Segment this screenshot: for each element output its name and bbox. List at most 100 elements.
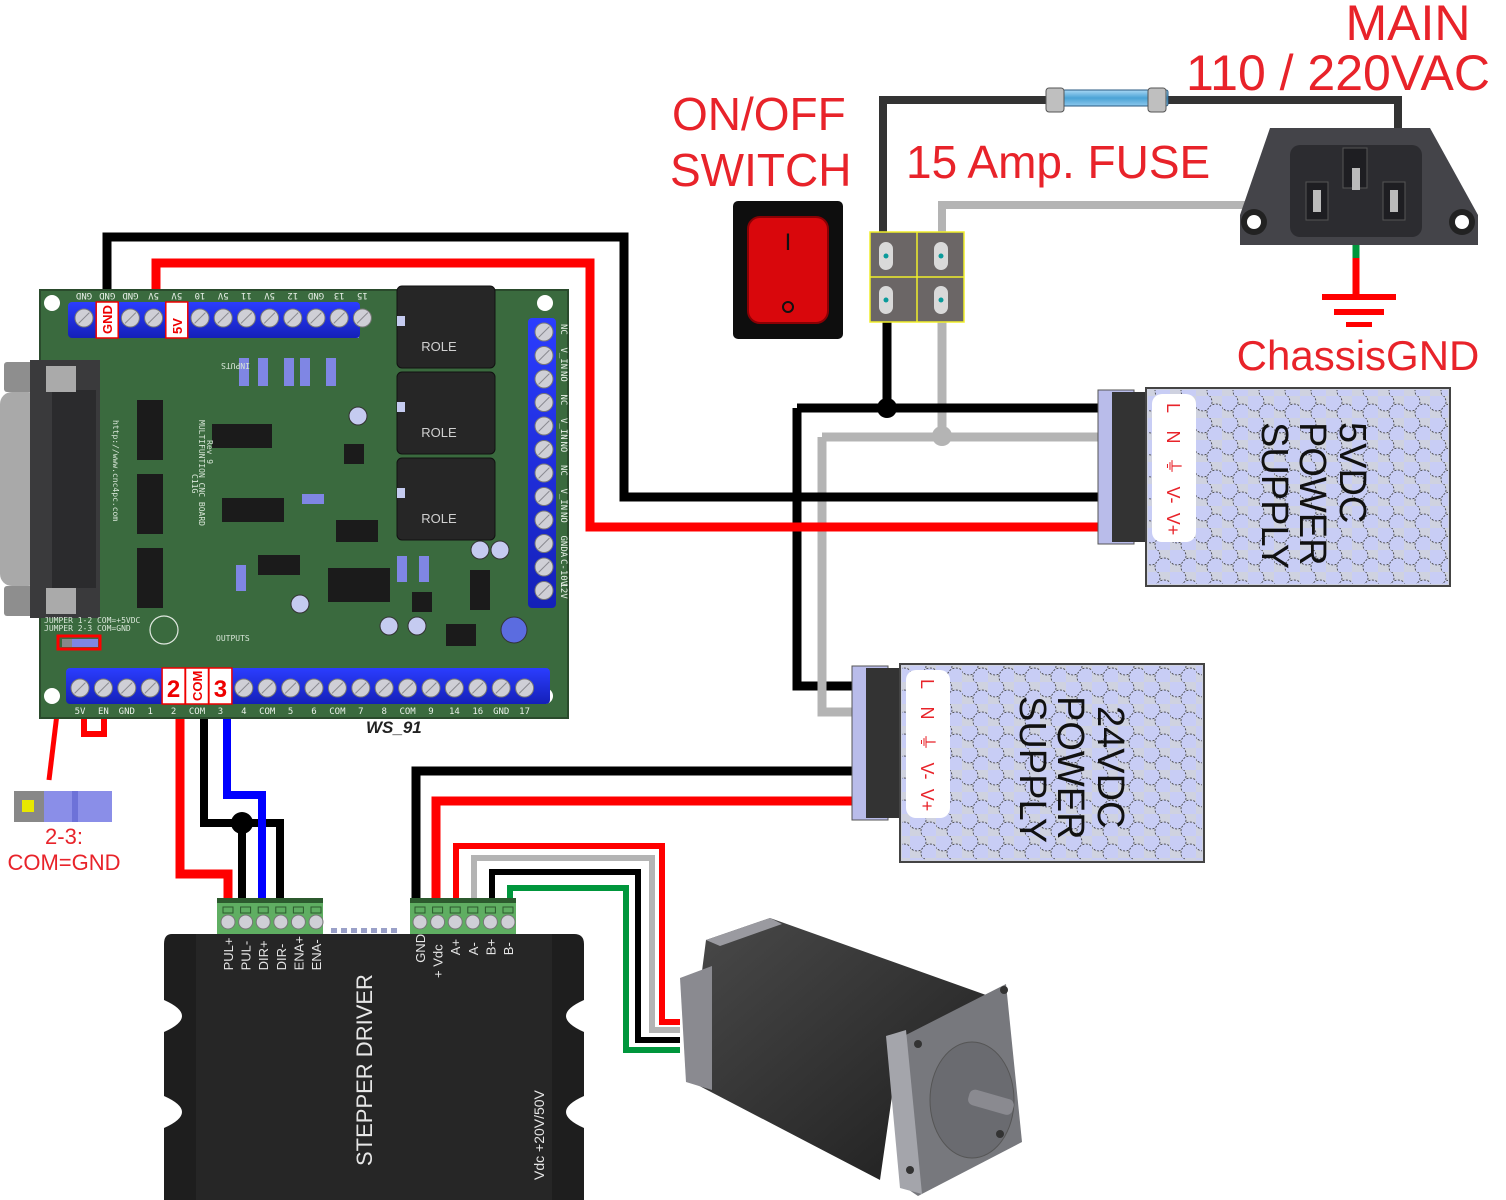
fuse [1045,87,1169,113]
wire-neutral-socket [938,201,1316,232]
ic33 [412,592,432,612]
psu-24v-title-2: POWER [1049,696,1091,840]
board-rev: Rev 9 [205,440,214,464]
jumper-label-2: COM=GND [7,850,120,875]
relay-terminal-label: NC [558,395,568,406]
output-pin-label: 3 [218,707,223,717]
driver-signal-pin-label: ENA+ [291,936,306,970]
psu-5v: LN⏚V-V+ 5VDC POWER SUPPLY [1097,387,1451,587]
driver-power-pin-label: GND [413,934,428,963]
ic31 [470,570,490,610]
driver-power-pin-screw [412,914,428,930]
socket-pin-line [1390,190,1398,212]
relay-terminal-label: GNDA [558,536,568,558]
output-pin-label: 5 [288,707,293,717]
output-highlight-label: COM [190,671,205,701]
output-highlight-label: 2 [167,676,180,703]
output-pin-label: 17 [519,707,530,717]
fuse-label: 15 Amp. FUSE [906,136,1210,188]
driver-power-terminal [410,898,516,934]
output-highlight-box [208,667,233,705]
input-pin-label: 10 [195,290,206,300]
controller-board: C11G MULTIFUNTION CNC BOARD Rev 9 http:/… [0,285,569,719]
output-pin-label: 14 [449,707,460,717]
driver-signal-pin-label: DIR+ [256,940,271,970]
driver-power-pin-screw [447,914,463,930]
psu-24v-terminal-label: V+ [917,789,937,812]
motor-shaft [968,1089,1014,1115]
relay-terminal-label: NO [558,442,568,453]
driver-signal-pin-screw [238,914,254,930]
ic26 [137,474,163,534]
ic27 [137,400,163,460]
relay-terminal-label: NC [558,465,568,476]
annotations: MAIN 110 / 220VAC ON/OFF SWITCH 15 Amp. … [7,0,1489,875]
psu-5v-title-1: 5VDC [1331,422,1373,523]
main-label: MAIN [1346,0,1471,51]
input-pin-label: GND [308,290,324,300]
ic36 [344,444,364,464]
output-highlight-label: 3 [214,676,227,703]
psu-5v-title-3: SUPPLY [1253,422,1295,569]
junction-line [877,398,897,418]
wire-motor-a-minus [471,855,680,1033]
output-pin-label: 1 [147,707,152,717]
wire-5v-gnd [102,232,1132,502]
stepper-motor [680,918,1022,1196]
on-off-switch[interactable]: I [733,201,843,339]
psu-5v-terminal-label: ⏚ [1163,457,1183,475]
driver-signal-pin-screw [273,914,289,930]
input-pin-label: 5V [148,290,159,300]
driver-power-pin-label: A+ [448,939,463,955]
jp31-jumper [72,639,98,647]
psu-24v-title-3: SUPPLY [1011,696,1053,843]
wire-motor-b-minus [507,885,680,1053]
driver-signal-pin-label: ENA- [309,939,324,970]
switch-label-1: ON/OFF [672,88,846,140]
switch-label-2: SWITCH [670,144,851,196]
board-id-label: WS_91 [366,718,422,737]
input-highlight-label: GND [100,305,115,334]
wire-motor-a-plus [453,843,680,1025]
relay [396,285,496,369]
jumper-5v-loop [81,717,107,737]
driver-signal-pin-screw [290,914,306,930]
input-highlight-box [95,301,119,339]
wire-motor-b-plus [489,869,680,1043]
wire-step-pul [175,710,233,905]
board-name: C11G [190,474,199,493]
ic34 [328,568,390,602]
driver-power-pin-label: B- [501,942,516,955]
junction-com [231,812,253,834]
driver-signal-pin-label: PUL+ [221,938,236,971]
iec-power-socket [1240,128,1478,245]
psu-24v-title-1: 24VDC [1089,706,1131,829]
ok3 [446,624,476,646]
relay-label: ROLE [421,339,457,354]
driver-power-pin-screw [482,914,498,930]
socket-pin-neutral [1313,190,1321,212]
psu-24v-terminal-label: N [917,707,937,720]
jp31-highlight [56,634,102,651]
psu-24v-terminal-label: V- [917,762,937,779]
input-pin-label: 13 [334,290,345,300]
output-pin-label: COM [399,707,416,717]
input-pin-label: 15 [357,290,368,300]
psu-5v-terminal-label: N [1163,431,1183,444]
input-pin-label: 11 [241,290,252,300]
psu-5v-title-2: POWER [1291,422,1333,566]
wire-24v-gnd [411,766,880,905]
input-highlight-box [165,301,189,339]
relay-terminal-label: NO [558,512,568,523]
wire-5v-plus [151,258,1132,532]
wire-dir-blue [223,710,266,905]
relay-terminal-label: V_IN [558,489,568,511]
output-pin-label: 4 [241,707,246,717]
driver-title: STEPPER DRIVER [352,974,377,1166]
jumper-note-2: JUMPER 2-3 COM=GND [44,624,131,633]
output-pin-label: 6 [311,707,316,717]
driver-signal-pin-screw [220,914,236,930]
